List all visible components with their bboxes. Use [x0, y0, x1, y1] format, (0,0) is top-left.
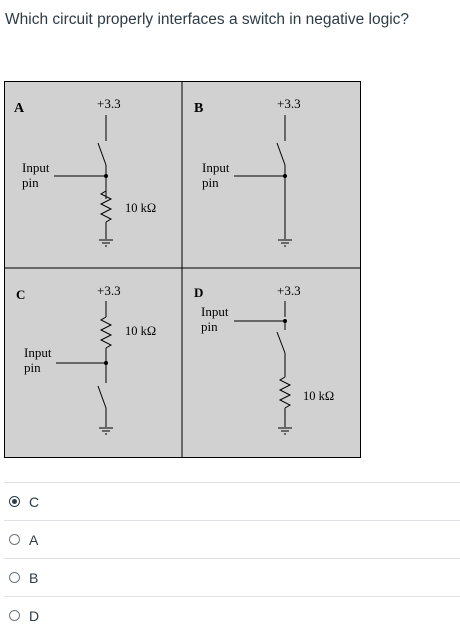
option-label: D	[29, 607, 40, 624]
panel-c-pin-label-2: pin	[24, 360, 41, 375]
option-a[interactable]: A	[4, 520, 460, 558]
panel-d-letter: D	[194, 285, 203, 300]
panel-a-resistor-label: 10 kΩ	[125, 201, 156, 215]
panel-c-pin-label-1: Input	[24, 345, 52, 360]
panel-b-voltage: +3.3	[277, 96, 301, 111]
answer-options: C A B D	[4, 482, 460, 634]
circuit-diagram-figure: A +3.3 Input pin 10 kΩ B +3.3 Input pin	[4, 81, 361, 458]
panel-b-pin-label-1: Input	[202, 160, 230, 175]
panel-c-voltage: +3.3	[97, 283, 121, 298]
radio-icon[interactable]	[9, 534, 20, 545]
panel-a-voltage: +3.3	[97, 96, 121, 111]
panel-c-letter: C	[16, 287, 25, 302]
option-b[interactable]: B	[4, 558, 460, 596]
panel-d-resistor-label: 10 kΩ	[303, 389, 334, 403]
panel-b-pin-label-2: pin	[202, 175, 219, 190]
panel-a: A +3.3 Input pin 10 kΩ	[14, 96, 156, 247]
option-label: C	[29, 493, 40, 510]
panel-b-letter: B	[194, 101, 203, 116]
radio-icon[interactable]	[9, 572, 20, 583]
option-c[interactable]: C	[4, 482, 460, 520]
panel-c-resistor-label: 10 kΩ	[125, 324, 156, 338]
option-label: B	[29, 569, 39, 586]
panel-a-pin-label-2: pin	[22, 175, 39, 190]
panel-b: B +3.3 Input pin	[194, 96, 301, 247]
panel-a-letter: A	[14, 101, 25, 116]
panel-d: D +3.3 Input pin 10 kΩ	[194, 283, 334, 435]
radio-icon[interactable]	[9, 610, 20, 621]
radio-selected-icon[interactable]	[9, 496, 20, 507]
panel-c: C +3.3 10 kΩ Input pin	[16, 283, 156, 435]
option-d[interactable]: D	[4, 596, 460, 634]
question-text: Which circuit properly interfaces a swit…	[5, 11, 410, 28]
option-label: A	[29, 531, 39, 548]
panel-d-pin-label-1: Input	[201, 304, 229, 319]
panel-a-pin-label-1: Input	[22, 160, 50, 175]
panel-d-voltage: +3.3	[277, 283, 301, 298]
panel-d-pin-label-2: pin	[201, 319, 218, 334]
